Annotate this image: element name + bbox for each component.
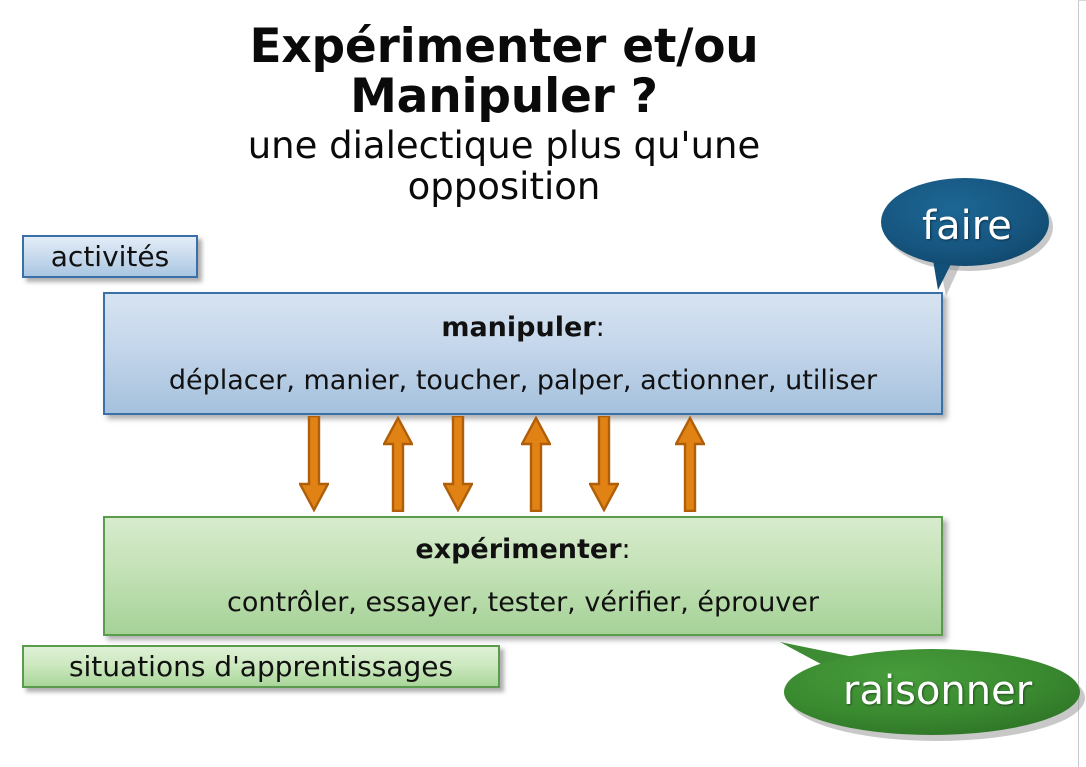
tag-situations-label: situations d'apprentissages xyxy=(68,650,454,683)
title-subtitle: une dialectique plus qu'une opposition xyxy=(180,123,828,208)
arrow-down-glyph xyxy=(297,414,331,513)
bubble-raisonner-label: raisonner xyxy=(843,668,1033,714)
arrow-up-glyph xyxy=(673,415,707,513)
experimenter-heading-colon: : xyxy=(621,534,631,565)
arrow-down-glyph xyxy=(441,414,475,513)
experimenter-verb-list: contrôler, essayer, tester, vérifier, ép… xyxy=(227,587,819,618)
manipuler-heading-colon: : xyxy=(595,311,605,343)
tag-activites-label: activités xyxy=(50,240,170,273)
title-line-2: Manipuler ? xyxy=(350,69,658,125)
arrow-down-2 xyxy=(441,414,475,513)
manipuler-verb-list: déplacer, manier, toucher, palper, actio… xyxy=(168,364,878,396)
page-border-right xyxy=(1078,0,1079,767)
experimenter-heading: expérimenter: xyxy=(415,534,630,565)
manipuler-heading-word: manipuler xyxy=(441,311,596,343)
concept-box-manipuler: manipuler: déplacer, manier, toucher, pa… xyxy=(103,292,943,415)
bubble-faire-label: faire xyxy=(922,203,1012,249)
arrow-up-glyph xyxy=(519,415,553,513)
title-line-1: Expérimenter et/ou xyxy=(249,19,759,74)
page-border-top xyxy=(1078,0,1086,1)
arrow-up-glyph xyxy=(381,415,415,513)
speech-bubble-faire xyxy=(881,178,1053,296)
subtitle-line-1: une dialectique plus qu'une xyxy=(247,123,761,167)
subtitle-line-2: opposition xyxy=(407,165,601,208)
tag-activites: activités xyxy=(22,235,198,278)
arrow-up-3 xyxy=(673,415,707,513)
tag-situations-apprentissages: situations d'apprentissages xyxy=(22,645,500,688)
title-main: Expérimenter et/ou Manipuler ? xyxy=(180,19,828,125)
speech-bubble-raisonner xyxy=(780,642,1085,741)
arrow-up-2 xyxy=(519,415,553,513)
arrow-down-3 xyxy=(587,414,621,513)
experimenter-heading-word: expérimenter xyxy=(415,534,622,565)
page-title: Expérimenter et/ou Manipuler ? une diale… xyxy=(180,19,828,208)
arrow-down-1 xyxy=(297,414,331,513)
concept-box-experimenter: expérimenter: contrôler, essayer, tester… xyxy=(103,516,943,636)
arrow-up-1 xyxy=(381,415,415,513)
arrow-down-glyph xyxy=(587,414,621,513)
manipuler-heading: manipuler: xyxy=(441,312,604,343)
